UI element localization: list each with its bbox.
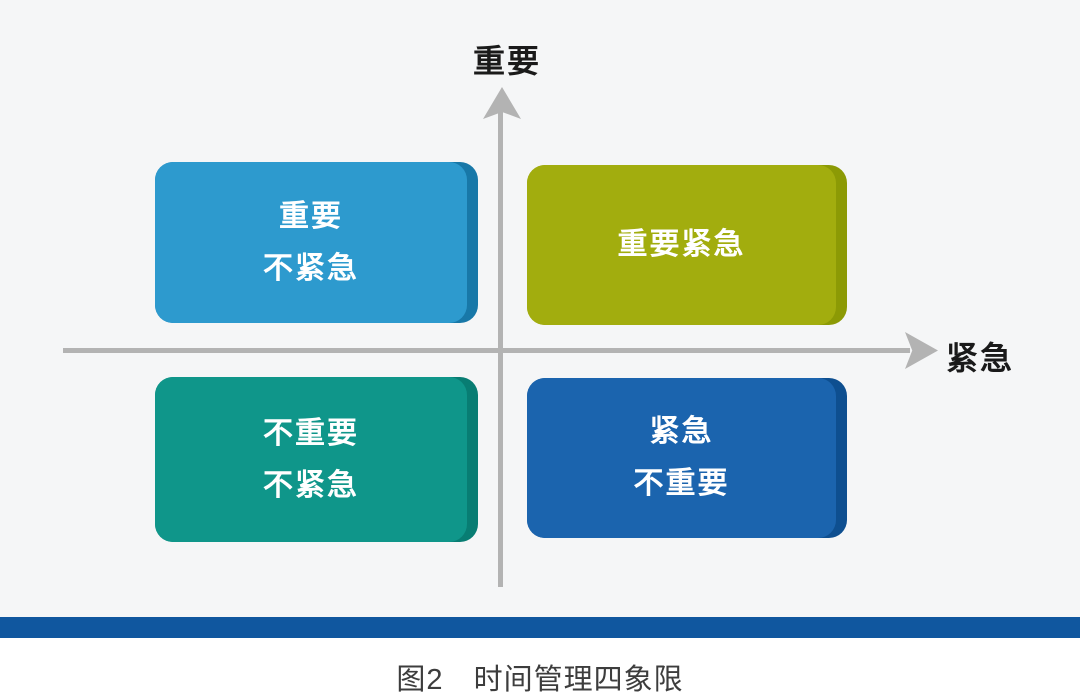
quadrant-important-urgent: 重要紧急 xyxy=(527,165,847,325)
quadrant-urgent-not-important: 紧急 不重要 xyxy=(527,378,847,538)
quadrant-important-not-urgent: 重要 不紧急 xyxy=(155,162,478,323)
quadrant-label-line: 重要紧急 xyxy=(617,228,746,262)
quadrant-label-line: 不重要 xyxy=(633,467,730,500)
quadrant-label-line: 重要 xyxy=(279,199,343,233)
figure-caption: 图2 时间管理四象限 xyxy=(0,656,1080,698)
quadrant-card-face: 不重要 不紧急 xyxy=(155,377,467,542)
vertical-axis-label: 重要 xyxy=(472,43,541,79)
quadrant-not-important-not-urgent: 不重要 不紧急 xyxy=(155,377,478,542)
footer-background xyxy=(0,638,1080,699)
horizontal-axis-line xyxy=(63,348,910,353)
figure-title: 时间管理四象限 xyxy=(473,664,684,696)
horizontal-axis-label: 紧急 xyxy=(946,340,1015,376)
quadrant-card-face: 重要紧急 xyxy=(527,165,836,325)
quadrant-label-line: 紧急 xyxy=(649,415,714,449)
quadrant-label-line: 不紧急 xyxy=(263,251,359,285)
quadrant-card-face: 紧急 不重要 xyxy=(527,378,836,538)
quadrant-label-line: 不紧急 xyxy=(263,468,359,502)
quadrant-card-face: 重要 不紧急 xyxy=(155,162,467,323)
quadrant-label-line: 不重要 xyxy=(263,416,359,450)
figure-number: 图2 xyxy=(396,664,444,696)
footer-divider-bar xyxy=(0,617,1080,638)
